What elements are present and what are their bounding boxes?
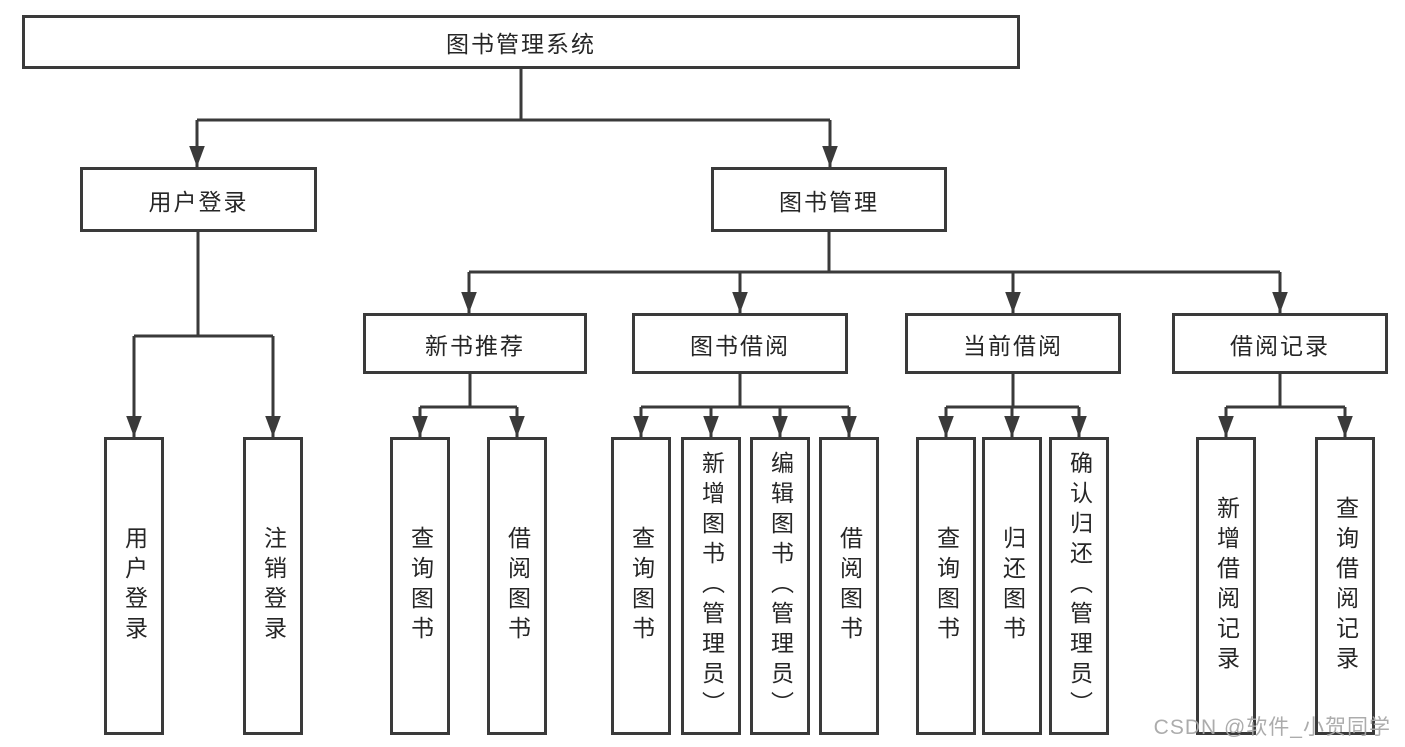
leaf-borrow-books-rec: 借阅图书 [487, 437, 547, 735]
node-label: 新书推荐 [425, 332, 525, 359]
node-user-login: 用户登录 [80, 167, 317, 232]
node-label: 图书借阅 [690, 332, 790, 359]
leaf-label: 编辑图书（管理员） [767, 451, 794, 721]
node-label: 图书管理 [779, 188, 879, 215]
connector-arrows [126, 120, 1353, 437]
leaf-label: 用户登录 [121, 526, 148, 646]
node-book-borrowing: 图书借阅 [632, 313, 848, 374]
leaf-label: 借阅图书 [504, 526, 531, 646]
leaf-add-books-admin: 新增图书（管理员） [681, 437, 741, 735]
node-label: 用户登录 [148, 188, 249, 215]
leaf-borrow-books: 借阅图书 [819, 437, 879, 735]
leaf-label: 查询图书 [933, 526, 960, 646]
leaf-query-borrow-record: 查询借阅记录 [1315, 437, 1375, 735]
node-label: 图书管理系统 [446, 31, 596, 57]
leaf-label: 新增借阅记录 [1213, 496, 1240, 676]
leaf-query-books-borrow: 查询图书 [611, 437, 671, 735]
node-borrowing-records: 借阅记录 [1172, 313, 1388, 374]
leaf-label: 新增图书（管理员） [698, 451, 725, 721]
node-label: 当前借阅 [963, 332, 1063, 359]
leaf-return-books: 归还图书 [982, 437, 1042, 735]
leaf-logout: 注销登录 [243, 437, 303, 735]
leaf-query-books-rec: 查询图书 [390, 437, 450, 735]
leaf-add-borrow-record: 新增借阅记录 [1196, 437, 1256, 735]
node-book-management: 图书管理 [711, 167, 947, 232]
node-current-borrowing: 当前借阅 [905, 313, 1121, 374]
leaf-label: 查询图书 [407, 526, 434, 646]
leaf-label: 借阅图书 [836, 526, 863, 646]
node-library-management-system: 图书管理系统 [22, 15, 1020, 69]
node-new-book-recommendation: 新书推荐 [363, 313, 587, 374]
csdn-watermark: CSDN @软件_小贺同学 [1153, 716, 1391, 739]
leaf-label: 注销登录 [260, 526, 287, 646]
leaf-label: 确认归还（管理员） [1066, 451, 1093, 721]
node-label: 借阅记录 [1230, 332, 1330, 359]
leaf-user-login: 用户登录 [104, 437, 164, 735]
leaf-label: 查询图书 [628, 526, 655, 646]
leaf-label: 查询借阅记录 [1332, 496, 1359, 676]
leaf-confirm-return-admin: 确认归还（管理员） [1049, 437, 1109, 735]
leaf-label: 归还图书 [999, 526, 1026, 646]
connector-lines [134, 68, 1345, 409]
leaf-query-books-current: 查询图书 [916, 437, 976, 735]
leaf-edit-books-admin: 编辑图书（管理员） [750, 437, 810, 735]
